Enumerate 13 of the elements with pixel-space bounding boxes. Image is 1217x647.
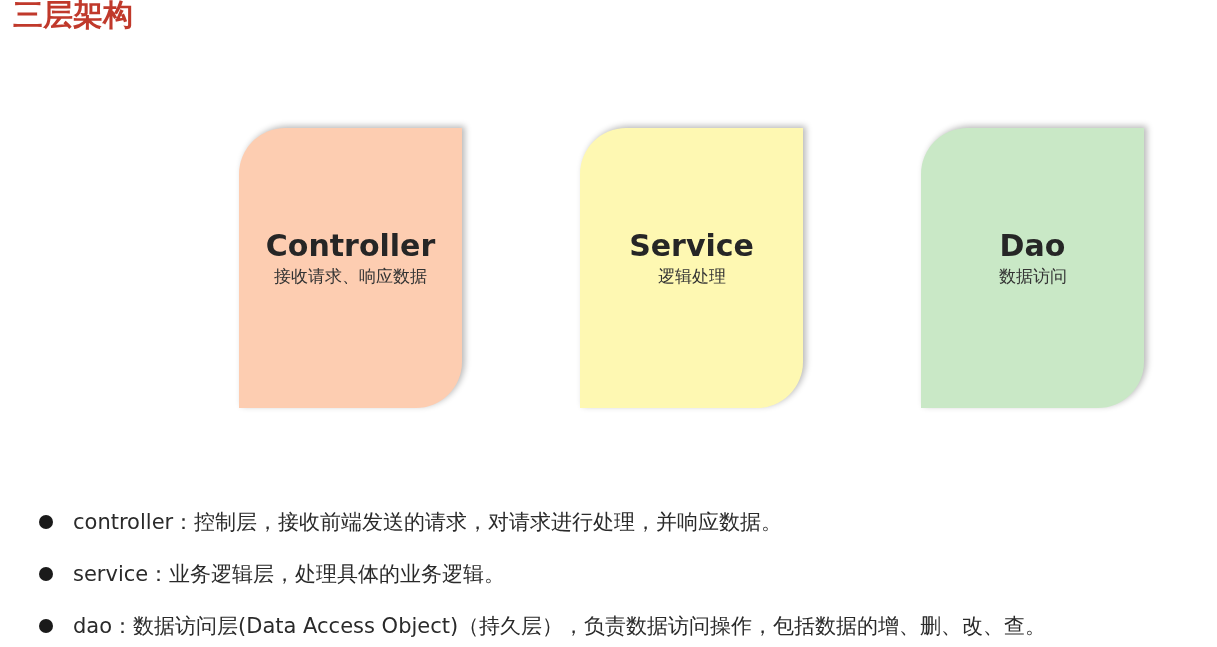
layer-title: Service <box>629 228 754 264</box>
layer-description: 数据访问 <box>998 265 1067 288</box>
note-text: dao：数据访问层(Data Access Object)（持久层），负责数据访问操作，包括数据的增、删、改、查。 <box>73 613 1047 640</box>
layer-title: Dao <box>999 228 1066 264</box>
note-text: controller：控制层，接收前端发送的请求，对请求进行处理，并响应数据。 <box>73 509 783 536</box>
layer-card <box>580 128 803 408</box>
layer-description: 接收请求、响应数据 <box>274 265 427 288</box>
page-title: 三层架构 <box>13 0 133 33</box>
note-text: service：业务逻辑层，处理具体的业务逻辑。 <box>73 561 506 588</box>
layer-description: 逻辑处理 <box>657 265 726 288</box>
layer-card <box>921 128 1144 408</box>
layer-card <box>239 128 462 408</box>
layer-title: Controller <box>265 228 436 264</box>
